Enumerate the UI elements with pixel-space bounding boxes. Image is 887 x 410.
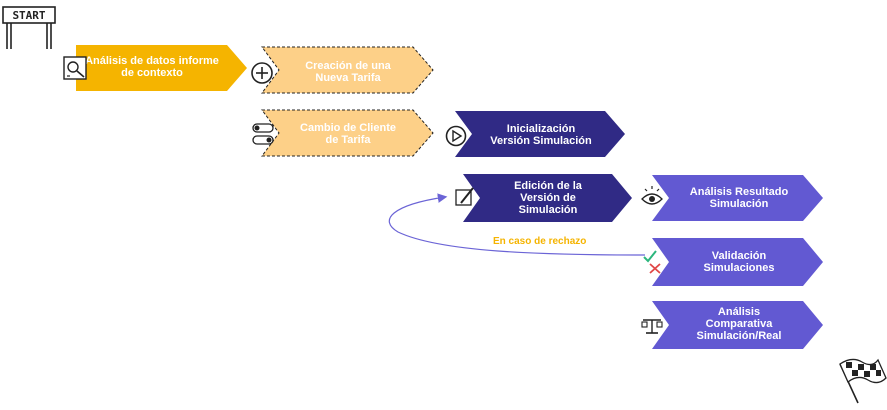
step-cambio-cliente-label: Cambio de Cliente de Tarifa (300, 122, 396, 146)
edit-pencil-icon (455, 187, 474, 206)
start-gate-icon: START (2, 6, 56, 49)
step-analisis-datos[interactable]: Análisis de datos informe de contexto (76, 45, 247, 91)
step-inicializacion[interactable]: Inicialización Versión Simulación (455, 111, 625, 157)
checkered-flag-icon (839, 358, 887, 404)
rejection-loop-arrow (388, 193, 646, 256)
plus-circle-icon (251, 62, 273, 84)
step-analisis-resultado[interactable]: Análisis Resultado Simulación (652, 175, 823, 221)
start-label: START (12, 9, 45, 22)
step-validacion[interactable]: Validación Simulaciones (652, 238, 823, 286)
report-chart-icon (63, 56, 87, 80)
eye-icon (641, 186, 663, 205)
step-analisis-comparativa-label: Análisis Comparativa Simulación/Real (696, 306, 782, 342)
step-edicion[interactable]: Edición de la Versión de Simulación (463, 174, 632, 222)
step-analisis-datos-label: Análisis de datos informe de contexto (85, 55, 219, 79)
step-edicion-label: Edición de la Versión de Simulación (514, 180, 582, 216)
toggle-switch-icon (252, 123, 274, 145)
step-inicializacion-label: Inicialización Versión Simulación (490, 123, 592, 147)
step-cambio-cliente[interactable]: Cambio de Cliente de Tarifa (261, 109, 434, 157)
step-creacion-tarifa-label: Creación de una Nueva Tarifa (305, 60, 391, 84)
step-creacion-tarifa[interactable]: Creación de una Nueva Tarifa (261, 46, 434, 94)
step-analisis-resultado-label: Análisis Resultado Simulación (689, 186, 789, 210)
rejection-note: En caso de rechazo (493, 236, 586, 247)
balance-scale-icon (641, 319, 663, 334)
play-circle-icon (445, 125, 467, 147)
step-validacion-label: Validación Simulaciones (703, 250, 775, 274)
check-cross-icon (643, 250, 661, 274)
step-analisis-comparativa[interactable]: Análisis Comparativa Simulación/Real (652, 301, 823, 349)
